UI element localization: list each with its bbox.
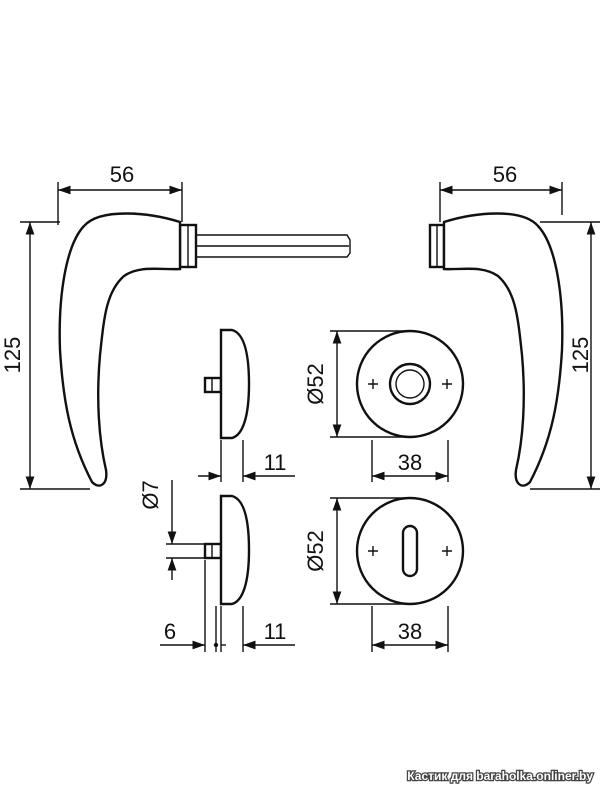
spindle-offset-label: 6 <box>164 619 176 644</box>
left-width-label: 56 <box>110 162 134 187</box>
escutcheon-diameter-label: Ø52 <box>303 530 328 572</box>
escutcheon-depth-label: 11 <box>264 619 287 644</box>
rose-diameter-label: Ø52 <box>303 363 328 405</box>
rose-diameter-dimension: Ø52 <box>303 330 410 438</box>
rose-depth-label: 11 <box>264 450 287 475</box>
escutcheon-width-dimension: 38 <box>371 606 449 652</box>
escutcheon-side-view <box>203 494 251 606</box>
left-width-dimension: 56 <box>57 162 183 225</box>
right-height-label: 125 <box>568 337 593 374</box>
spindle-offset-dimension: 6 <box>160 560 219 652</box>
right-width-dimension: 56 <box>439 162 563 222</box>
rose-width-dimension: 38 <box>371 440 449 482</box>
left-lever-drawing <box>58 212 351 487</box>
left-height-dimension: 125 <box>0 221 90 490</box>
right-height-dimension: 125 <box>530 221 600 490</box>
spindle-diameter-label: Ø7 <box>138 480 163 509</box>
escutcheon-depth-dimension: 11 <box>220 606 295 652</box>
watermark: Кастик для baraholka.onliner.by <box>406 768 595 785</box>
escutcheon-diameter-dimension: Ø52 <box>303 497 410 605</box>
rose-width-label: 38 <box>398 450 422 475</box>
rose-front-view <box>355 329 465 439</box>
right-lever-drawing <box>428 212 564 487</box>
spindle-diameter-dimension: Ø7 <box>138 480 205 580</box>
watermark-text: Кастик для baraholka.onliner.by <box>407 769 593 783</box>
rose-depth-dimension: 11 <box>198 440 295 482</box>
escutcheon-front-view <box>355 496 465 606</box>
escutcheon-width-label: 38 <box>398 619 422 644</box>
rose-side-view <box>203 328 251 440</box>
right-width-label: 56 <box>493 162 517 187</box>
left-height-label: 125 <box>0 337 25 374</box>
